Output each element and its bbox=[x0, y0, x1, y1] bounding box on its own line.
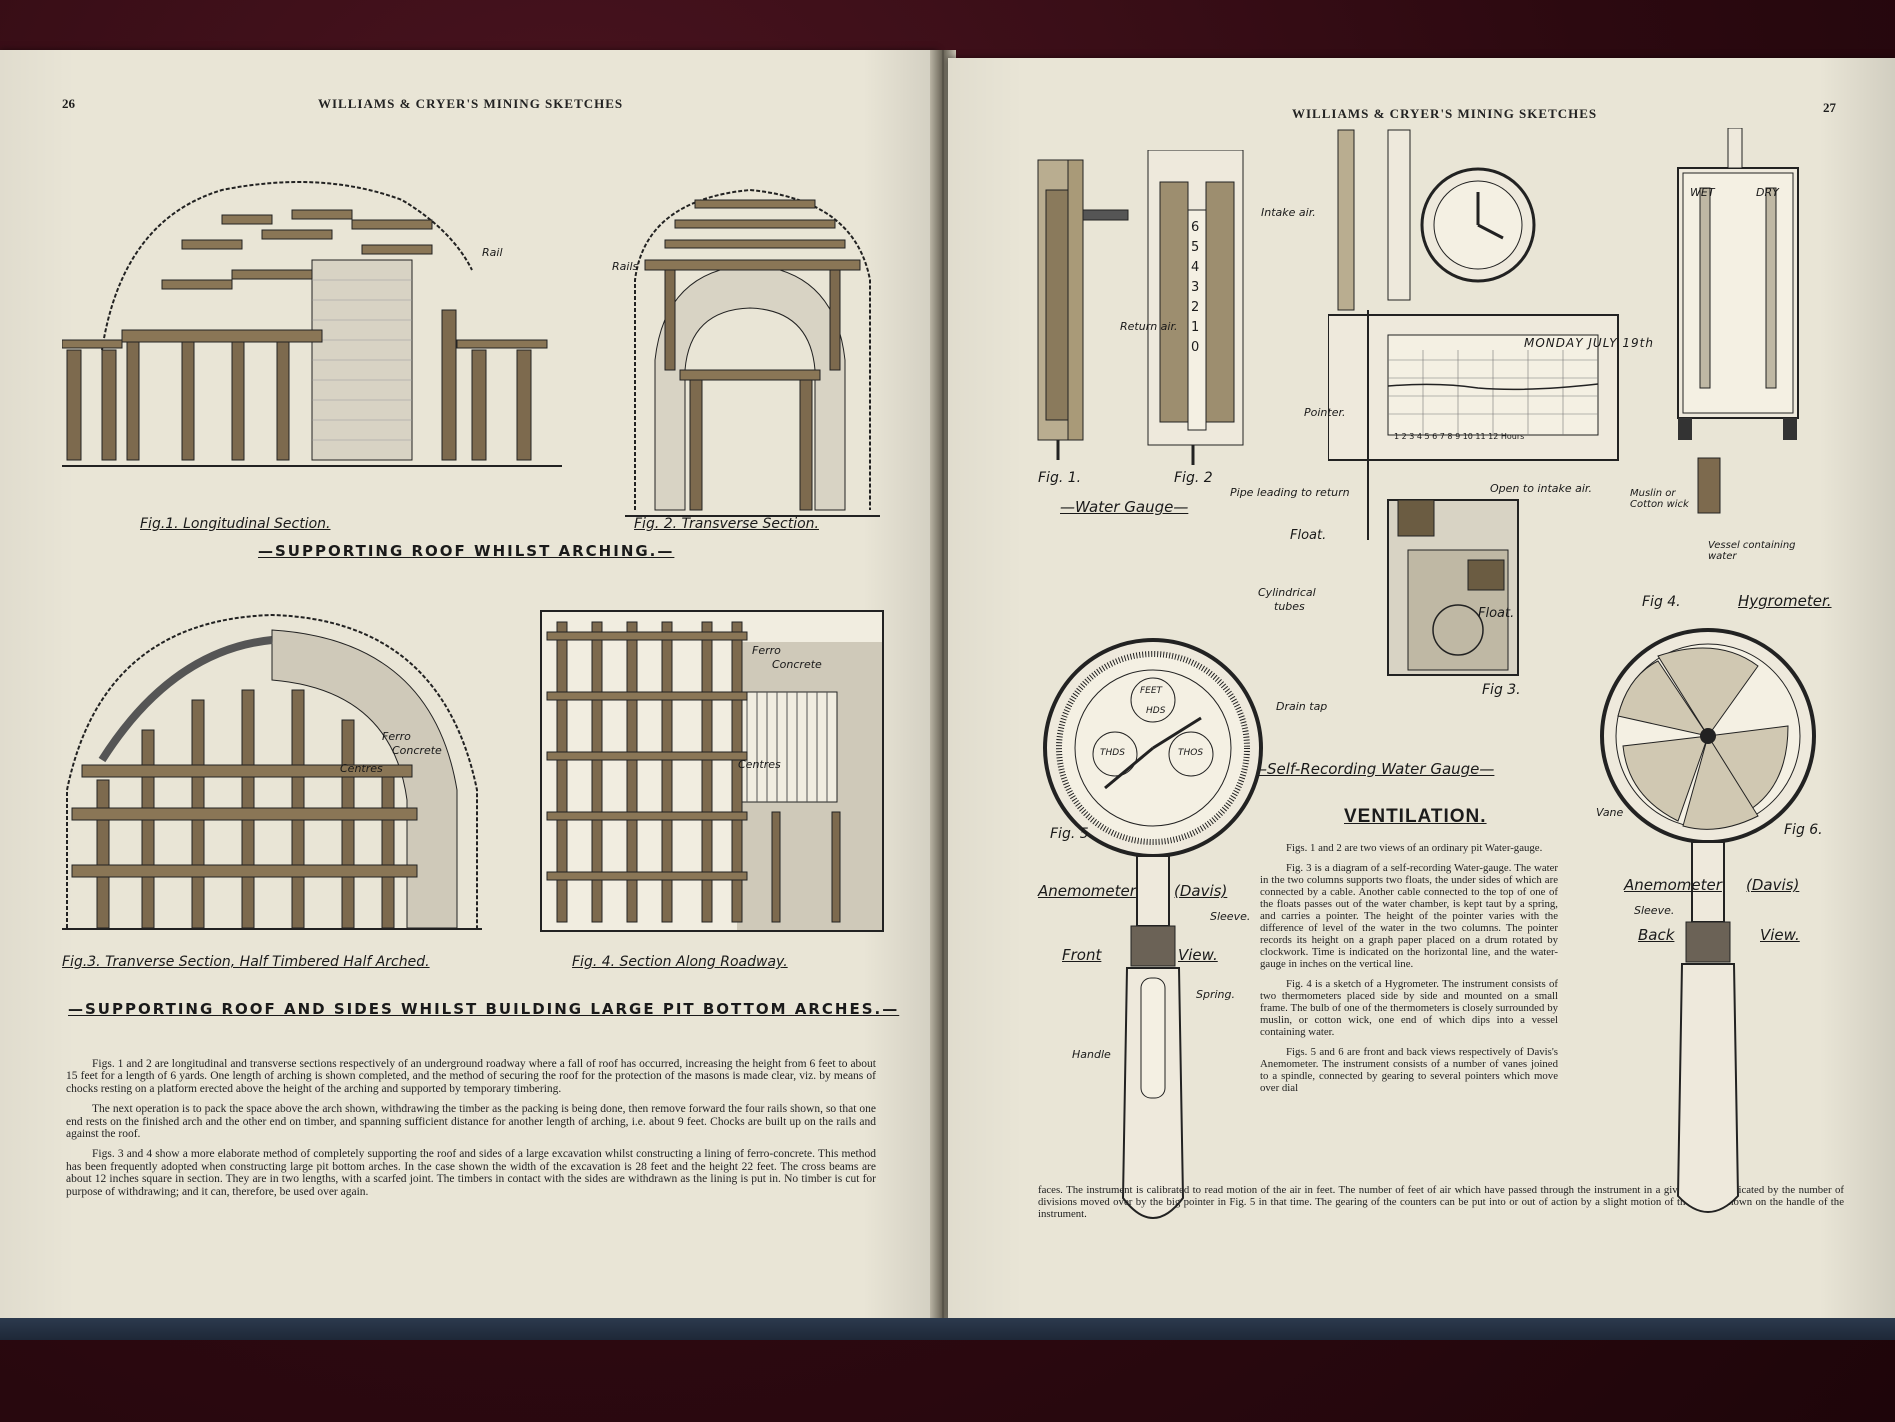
water-gauge-fig1: Fig. 1. bbox=[1038, 470, 1082, 486]
recorder-chart-heading: MONDAY JULY 19th bbox=[1524, 336, 1654, 350]
left-paragraph-1: Figs. 1 and 2 are longitudinal and trans… bbox=[66, 1058, 876, 1095]
recorder-cylindrical-label: Cylindrical bbox=[1258, 586, 1316, 599]
recorder-tubes-label: tubes bbox=[1274, 600, 1305, 613]
back-anemometer-maker: (Davis) bbox=[1746, 876, 1800, 894]
right-paragraph-1: Figs. 1 and 2 are two views of an ordina… bbox=[1286, 842, 1543, 854]
fig4-drawing bbox=[546, 621, 882, 930]
front-anemometer-view: View. bbox=[1178, 946, 1218, 964]
hygrometer-dry-label: DRY bbox=[1756, 186, 1779, 199]
left-body-text: Figs. 1 and 2 are longitudinal and trans… bbox=[66, 1058, 876, 1206]
fig1-caption: Fig.1. Longitudinal Section. bbox=[140, 516, 331, 532]
right-paragraph-5: faces. The instrument is calibrated to r… bbox=[1038, 1184, 1844, 1220]
ventilation-heading: VENTILATION. bbox=[1344, 806, 1487, 827]
front-anemometer-handle: Handle bbox=[1072, 1048, 1111, 1061]
front-anemometer-sleeve: Sleeve. bbox=[1210, 910, 1251, 923]
section-title-pit-bottom-arches: —Supporting Roof And Sides Whilst Buildi… bbox=[68, 1000, 900, 1018]
water-gauge-scale: 6 5 4 3 2 1 0 bbox=[1191, 220, 1200, 355]
fig3-drawing bbox=[66, 613, 478, 928]
fig2-drawing bbox=[634, 188, 871, 511]
fig3-label-concrete: Concrete bbox=[392, 744, 442, 757]
front-anemometer-drawing bbox=[1043, 638, 1263, 1219]
right-body-text: Figs. 1 and 2 are two views of an ordina… bbox=[1260, 842, 1558, 1102]
hygrometer-vessel-label: Vessel containing water bbox=[1708, 540, 1796, 562]
front-dial-thds: THDS bbox=[1100, 748, 1125, 758]
water-gauge-fig2: Fig. 2 bbox=[1174, 470, 1213, 486]
left-paragraph-3: Figs. 3 and 4 show a more elaborate meth… bbox=[66, 1148, 876, 1198]
left-page: 26 WILLIAMS & CRYER'S MINING SKETCHES bbox=[0, 50, 938, 1318]
hygrometer-muslin-label: Muslin or Cotton wick bbox=[1630, 488, 1689, 510]
fig3-caption: Fig.3. Tranverse Section, Half Timbered … bbox=[62, 954, 430, 970]
section-title-roof-arching: —Supporting Roof Whilst Arching.— bbox=[258, 542, 675, 560]
front-anemometer-fig5: Fig. 5. bbox=[1050, 826, 1094, 842]
fig4-label-concrete: Concrete bbox=[772, 658, 822, 671]
water-gauge-title: —Water Gauge— bbox=[1060, 498, 1189, 516]
right-paragraph-2: Fig. 3 is a diagram of a self-recording … bbox=[1260, 862, 1558, 970]
recorder-pointer-label: Pointer. bbox=[1304, 406, 1346, 419]
front-anemometer-spring: Spring. bbox=[1196, 988, 1235, 1001]
recorder-hours: 1 2 3 4 5 6 7 8 9 10 11 12 Hours bbox=[1394, 432, 1525, 441]
water-gauge-return-air-label: Return air. bbox=[1120, 320, 1178, 333]
hygrometer-drawing bbox=[1677, 128, 1799, 514]
back-anemometer-view: View. bbox=[1760, 926, 1800, 944]
recorder-title: —Self-Recording Water Gauge— bbox=[1252, 760, 1495, 778]
fig4-label-centres: Centres bbox=[738, 758, 781, 771]
hygrometer-title: Hygrometer. bbox=[1738, 592, 1832, 610]
recorder-drain-tap-label: Drain tap bbox=[1276, 700, 1328, 713]
book-cover-edge bbox=[0, 1318, 1895, 1340]
hygrometer-fig4: Fig 4. bbox=[1642, 594, 1681, 610]
recorder-float-label-2: Float. bbox=[1478, 606, 1515, 621]
recorder-float-label-1: Float. bbox=[1290, 528, 1327, 543]
hygrometer-wet-label: WET bbox=[1690, 186, 1715, 199]
right-running-head: WILLIAMS & CRYER'S MINING SKETCHES bbox=[1292, 106, 1598, 121]
left-paragraph-2: The next operation is to pack the space … bbox=[66, 1103, 876, 1141]
front-anemometer-name: Anemometer bbox=[1038, 882, 1136, 900]
right-page-number: 27 bbox=[1823, 100, 1836, 115]
recorder-pipe-label: Pipe leading to return bbox=[1230, 486, 1350, 499]
fig1-drawing bbox=[62, 181, 548, 461]
back-anemometer-drawing bbox=[1600, 628, 1816, 1213]
fig1-longitudinal-section bbox=[62, 160, 562, 467]
front-dial-hds: HDS bbox=[1146, 706, 1166, 716]
recorder-fig3: Fig 3. bbox=[1482, 682, 1521, 698]
left-running-head: WILLIAMS & CRYER'S MINING SKETCHES bbox=[318, 96, 624, 111]
left-page-number: 26 bbox=[62, 96, 75, 111]
front-dial-thos: THOS bbox=[1178, 748, 1204, 758]
fig3-label-ferro: Ferro bbox=[382, 730, 411, 743]
front-dial-feet: FEET bbox=[1140, 686, 1163, 696]
recorder-open-intake-label: Open to intake air. bbox=[1490, 482, 1592, 495]
water-gauge-drawing bbox=[1037, 150, 1244, 465]
fig2-label-rails: Rails bbox=[612, 260, 639, 273]
right-final-text: faces. The instrument is calibrated to r… bbox=[1038, 1184, 1844, 1228]
front-anemometer-front: Front bbox=[1062, 946, 1102, 964]
fig4-label-ferro: Ferro bbox=[752, 644, 781, 657]
fig4-caption: Fig. 4. Section Along Roadway. bbox=[572, 954, 788, 970]
fig2-caption: Fig. 2. Transverse Section. bbox=[634, 516, 819, 532]
back-anemometer-fig6: Fig 6. bbox=[1784, 822, 1823, 838]
self-recording-gauge-drawing bbox=[1328, 129, 1619, 676]
back-anemometer-name: Anemometer bbox=[1624, 876, 1722, 894]
right-paragraph-3: Fig. 4 is a sketch of a Hygrometer. The … bbox=[1260, 978, 1558, 1038]
fig1-label-rail: Rail bbox=[482, 246, 503, 259]
right-paragraph-4: Figs. 5 and 6 are front and back views r… bbox=[1260, 1046, 1558, 1094]
back-anemometer-vane: Vane bbox=[1596, 806, 1624, 819]
fig2-transverse-section bbox=[625, 160, 880, 517]
water-gauge-intake-air-label: Intake air. bbox=[1261, 206, 1316, 219]
front-anemometer-maker: (Davis) bbox=[1174, 882, 1228, 900]
right-page: WILLIAMS & CRYER'S MINING SKETCHES 27 Re… bbox=[948, 58, 1895, 1320]
fig4-section-along-roadway bbox=[540, 610, 884, 932]
back-anemometer-sleeve: Sleeve. bbox=[1634, 904, 1675, 917]
back-anemometer-back: Back bbox=[1638, 926, 1675, 944]
fig3-transverse-half-timbered bbox=[62, 610, 482, 930]
fig3-label-centres: Centres bbox=[340, 762, 383, 775]
